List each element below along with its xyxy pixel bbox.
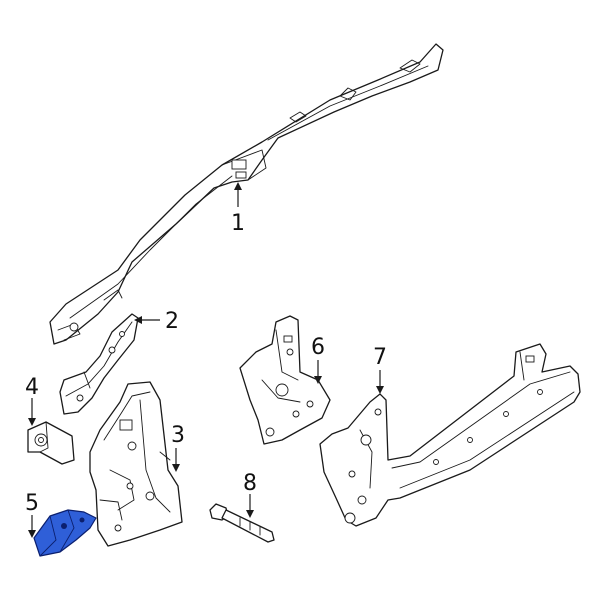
callouts: 1 2 3 4 5 6 7 8 (25, 211, 387, 516)
part-5-bracket-highlighted[interactable] (33, 509, 97, 557)
part-8-bolt[interactable] (209, 503, 275, 543)
part-4-bracket[interactable] (27, 421, 75, 465)
callout-8[interactable]: 8 (243, 471, 257, 496)
callout-5[interactable]: 5 (25, 491, 39, 516)
leader-lines (28, 182, 384, 538)
callout-6[interactable]: 6 (311, 335, 325, 360)
callout-7[interactable]: 7 (373, 345, 387, 370)
part-3-hinge-pillar[interactable] (89, 381, 183, 547)
part-2-pillar-reinforcement[interactable] (59, 313, 139, 415)
callout-1[interactable]: 1 (231, 211, 245, 236)
part-7-rocker-panel[interactable] (319, 343, 581, 527)
callout-3[interactable]: 3 (171, 423, 185, 448)
callout-2[interactable]: 2 (165, 309, 179, 334)
part-1-roof-rail[interactable] (49, 43, 444, 345)
part-6-lock-pillar[interactable] (239, 315, 331, 445)
callout-4[interactable]: 4 (25, 375, 39, 400)
